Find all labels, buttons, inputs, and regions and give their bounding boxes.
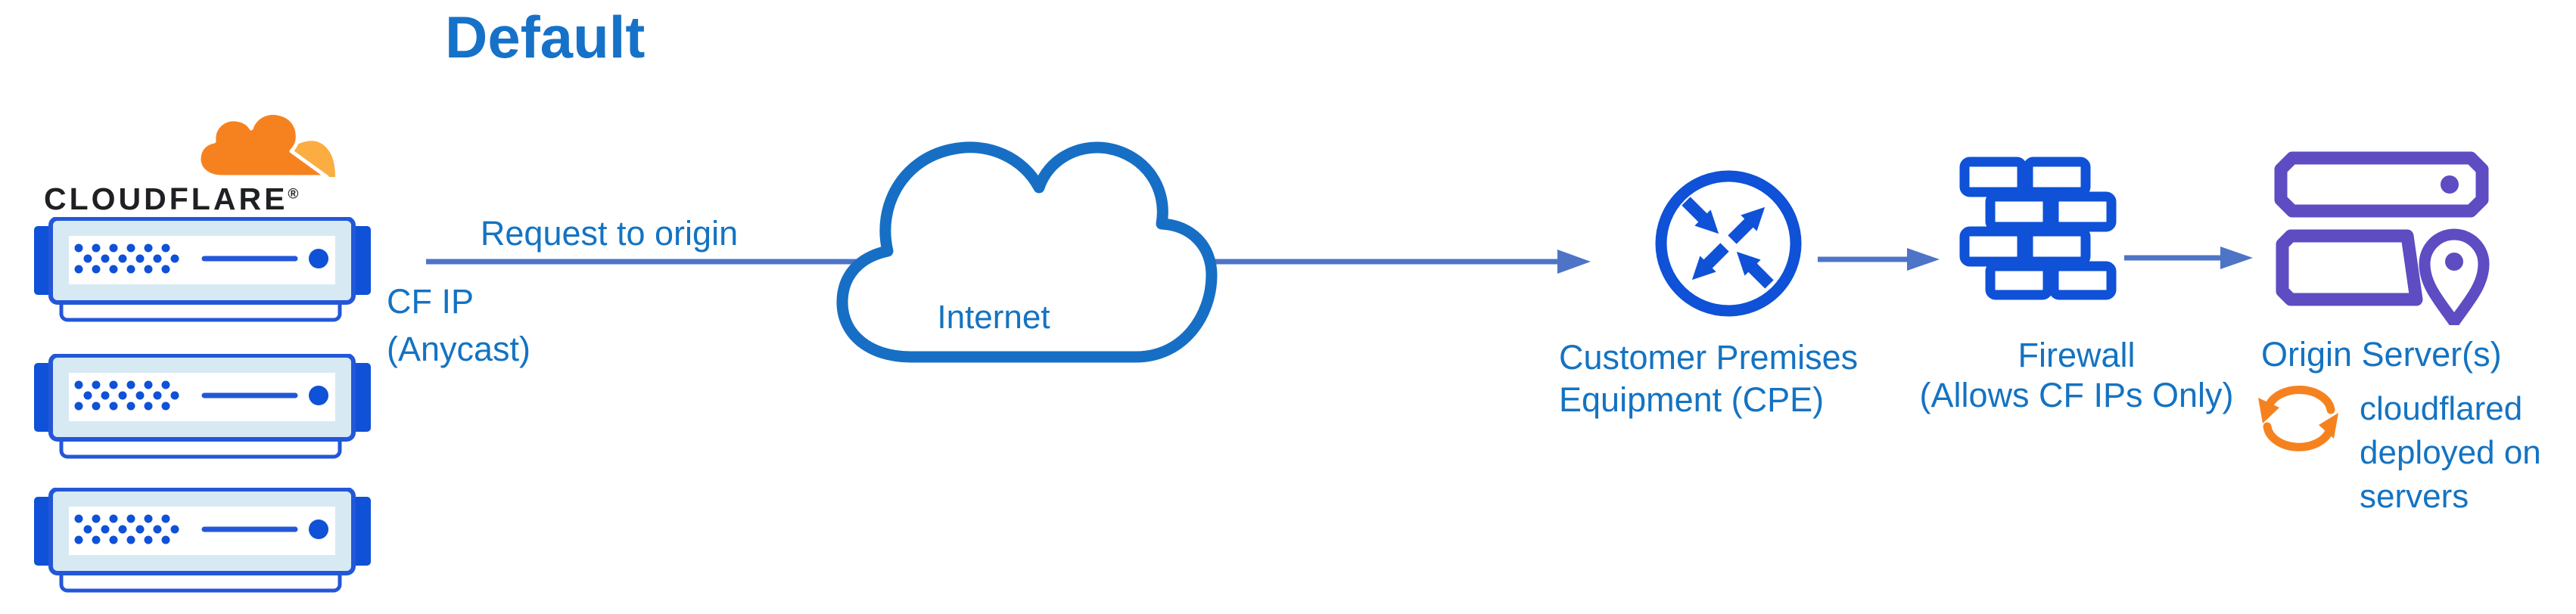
cloudflared-note-line2: deployed on: [2360, 434, 2541, 471]
page-title: Default: [445, 4, 646, 70]
firewall-icon: [1959, 157, 2117, 300]
cloudflared-sync-icon: [2258, 386, 2338, 451]
cloudflare-brand-text: CLOUDFLARE: [44, 181, 288, 216]
edge-server-icon: [34, 217, 371, 322]
cpe-label: Customer Premises Equipment (CPE): [1559, 336, 1858, 421]
registered-mark: ®: [288, 186, 299, 203]
cpe-label-line2: Equipment (CPE): [1559, 380, 1825, 419]
origin-servers-icon: [2274, 151, 2490, 325]
cloudflare-cloud-icon: [197, 112, 335, 178]
cloudflared-note: cloudflared deployed on servers: [2360, 387, 2541, 519]
request-to-origin-label: Request to origin: [480, 214, 739, 253]
internet-cloud-icon: [836, 141, 1218, 363]
cloudflared-note-line3: servers: [2360, 478, 2469, 515]
firewall-label: Firewall (Allows CF IPs Only): [1906, 335, 2248, 415]
arrow-cpe-to-firewall: [1818, 248, 1940, 271]
firewall-label-line1: Firewall: [2018, 336, 2136, 374]
arrow-firewall-to-origin: [2124, 247, 2253, 269]
cpe-icon: [1655, 170, 1802, 317]
edge-server-icon: [34, 488, 371, 593]
cf-ip-anycast-label: CF IP (Anycast): [387, 278, 530, 373]
edge-server-icon: [34, 354, 371, 459]
cf-ip-line: CF IP: [387, 282, 474, 321]
anycast-line: (Anycast): [387, 330, 531, 368]
origin-servers-label: Origin Server(s): [2261, 335, 2502, 374]
cloudflared-note-line1: cloudflared: [2360, 390, 2523, 427]
firewall-label-line2: (Allows CF IPs Only): [1919, 376, 2234, 414]
cloudflare-wordmark: CLOUDFLARE®: [44, 181, 298, 217]
cpe-label-line1: Customer Premises: [1559, 338, 1859, 377]
internet-label: Internet: [937, 299, 1050, 336]
